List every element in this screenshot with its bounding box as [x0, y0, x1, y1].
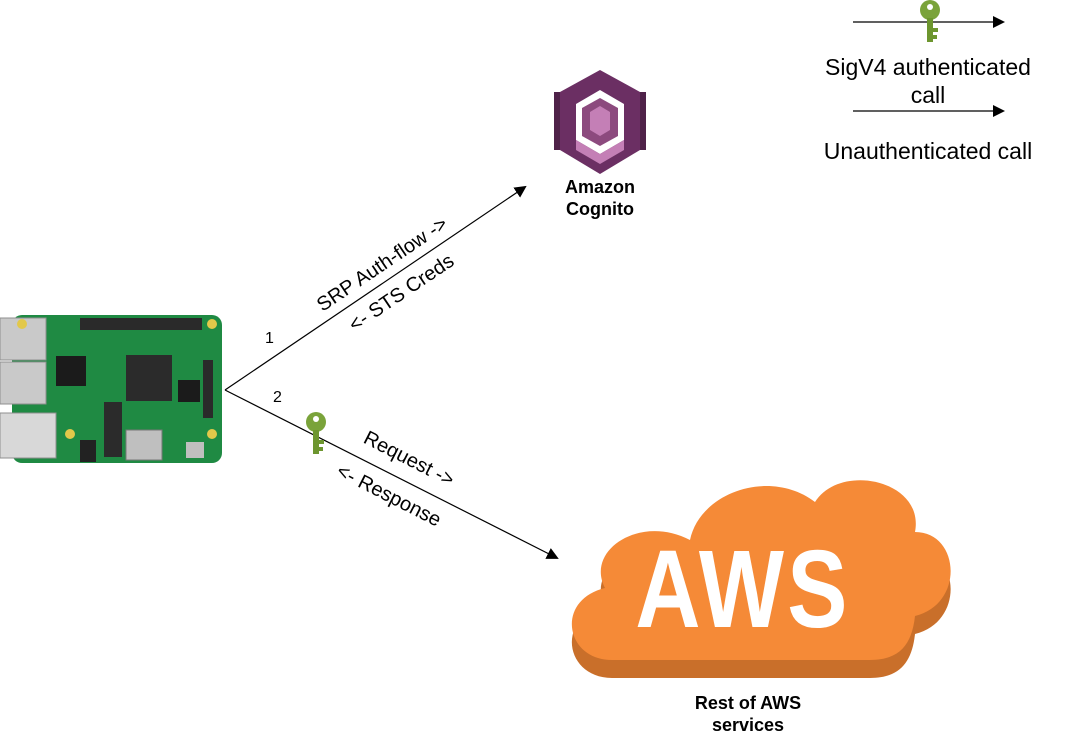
raspberry-pi-board: [0, 315, 222, 463]
edge-to-aws: [224, 389, 559, 559]
aws-cloud-icon: [571, 480, 951, 678]
legend-authenticated-label: SigV4 authenticated call: [825, 54, 1031, 108]
aws-services-label: Rest of AWS services: [694, 693, 802, 735]
step-1-number: 1: [265, 330, 274, 347]
key-icon: [920, 0, 940, 42]
edge-to-cognito: [224, 185, 527, 391]
step-2-number: 2: [273, 389, 282, 406]
cognito-icon: [554, 70, 646, 174]
cognito-label: Amazon Cognito: [564, 177, 635, 219]
aws-logo-text: AWS: [635, 528, 851, 651]
legend-unauthenticated-label: Unauthenticated call: [823, 138, 1033, 164]
